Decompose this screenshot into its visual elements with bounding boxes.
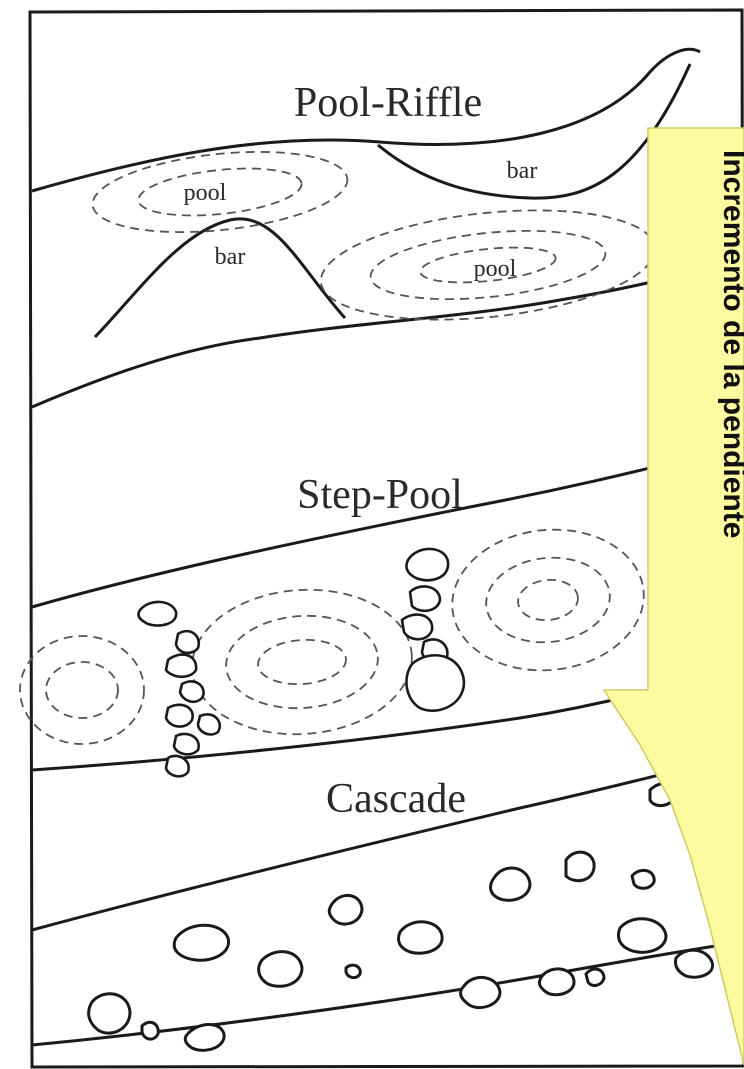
slope-increase-label: Incremento de la pendiente: [717, 150, 744, 538]
pool-riffle-lower-bar: [95, 219, 345, 337]
left-pool-label: pool: [184, 180, 227, 206]
step-pool-boulders-step-2: [402, 549, 464, 711]
upper-bar-label: bar: [507, 158, 538, 184]
right-pool-label: pool: [474, 256, 517, 282]
pool-riffle-panel: Pool-Riffle bar bar pool pool: [32, 49, 700, 407]
cascade-lower-bank: [32, 942, 742, 1045]
step-pool-upper-bank: [32, 446, 742, 607]
diagram-frame: [30, 10, 744, 1067]
cascade-boulders: [89, 783, 713, 1050]
pool-riffle-title: Pool-Riffle: [294, 80, 482, 126]
step-pool-title: Step-Pool: [297, 472, 463, 518]
cascade-title: Cascade: [326, 776, 466, 822]
cascade-panel: Cascade: [32, 756, 742, 1050]
pool-riffle-lower-bank: [32, 270, 700, 407]
lower-bar-label: bar: [215, 244, 246, 270]
